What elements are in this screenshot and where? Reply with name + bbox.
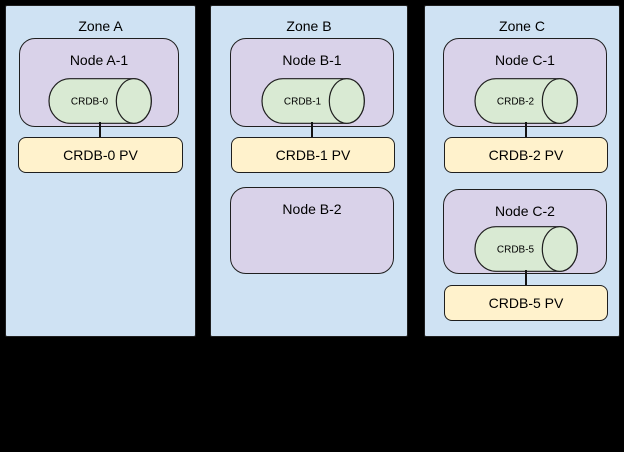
- crdb-0-database-cylinder-icon: CRDB-0: [48, 78, 152, 124]
- node-a-1-title: Node A-1: [69, 52, 129, 68]
- node-c-1-title: Node C-1: [495, 52, 555, 68]
- zone-a-title: Zone A: [78, 18, 123, 34]
- crdb-1-label: CRDB-1: [284, 97, 322, 108]
- zone-b-container: Zone B Node B-1 CRDB-1 CRDB-1 PV Node B-…: [210, 5, 408, 337]
- connector-crdb-2-to-pv: [525, 122, 527, 137]
- node-b-2-title: Node B-2: [282, 201, 342, 217]
- node-c-2-box: Node C-2 CRDB-5: [443, 189, 607, 274]
- crdb-0-label: CRDB-0: [71, 97, 109, 108]
- node-c-2-title: Node C-2: [495, 203, 555, 219]
- crdb-2-database-cylinder-icon: CRDB-2: [474, 78, 578, 124]
- node-b-2-box: Node B-2: [230, 187, 394, 274]
- crdb-1-database-cylinder-icon: CRDB-1: [261, 78, 365, 124]
- node-b-1-title: Node B-1: [282, 52, 342, 68]
- crdb-5-pv-label: CRDB-5 PV: [488, 295, 564, 311]
- connector-crdb-0-to-pv: [99, 122, 101, 137]
- zone-c-container: Zone C Node C-1 CRDB-2 CRDB-2 PV Node C-…: [424, 5, 620, 337]
- node-b-1-box: Node B-1 CRDB-1: [230, 38, 394, 127]
- zone-a-container: Zone A Node A-1 CRDB-0 CRDB-0 PV: [5, 5, 196, 337]
- crdb-5-pv-box: CRDB-5 PV: [444, 285, 608, 321]
- connector-crdb-1-to-pv: [311, 122, 313, 137]
- crdb-0-pv-box: CRDB-0 PV: [18, 137, 183, 173]
- node-c-1-box: Node C-1 CRDB-2: [443, 38, 607, 127]
- crdb-5-database-cylinder-icon: CRDB-5: [474, 226, 578, 272]
- crdb-1-pv-box: CRDB-1 PV: [231, 137, 395, 173]
- crdb-1-pv-label: CRDB-1 PV: [275, 147, 351, 163]
- zone-b-title: Zone B: [286, 18, 332, 34]
- crdb-0-pv-label: CRDB-0 PV: [63, 147, 138, 163]
- crdb-2-pv-box: CRDB-2 PV: [444, 137, 608, 173]
- crdb-2-pv-label: CRDB-2 PV: [488, 147, 564, 163]
- connector-crdb-5-to-pv: [525, 270, 527, 286]
- zone-c-title: Zone C: [499, 18, 545, 34]
- node-a-1-box: Node A-1 CRDB-0: [19, 38, 179, 127]
- crdb-2-label: CRDB-2: [497, 97, 535, 108]
- crdb-5-label: CRDB-5: [497, 245, 535, 256]
